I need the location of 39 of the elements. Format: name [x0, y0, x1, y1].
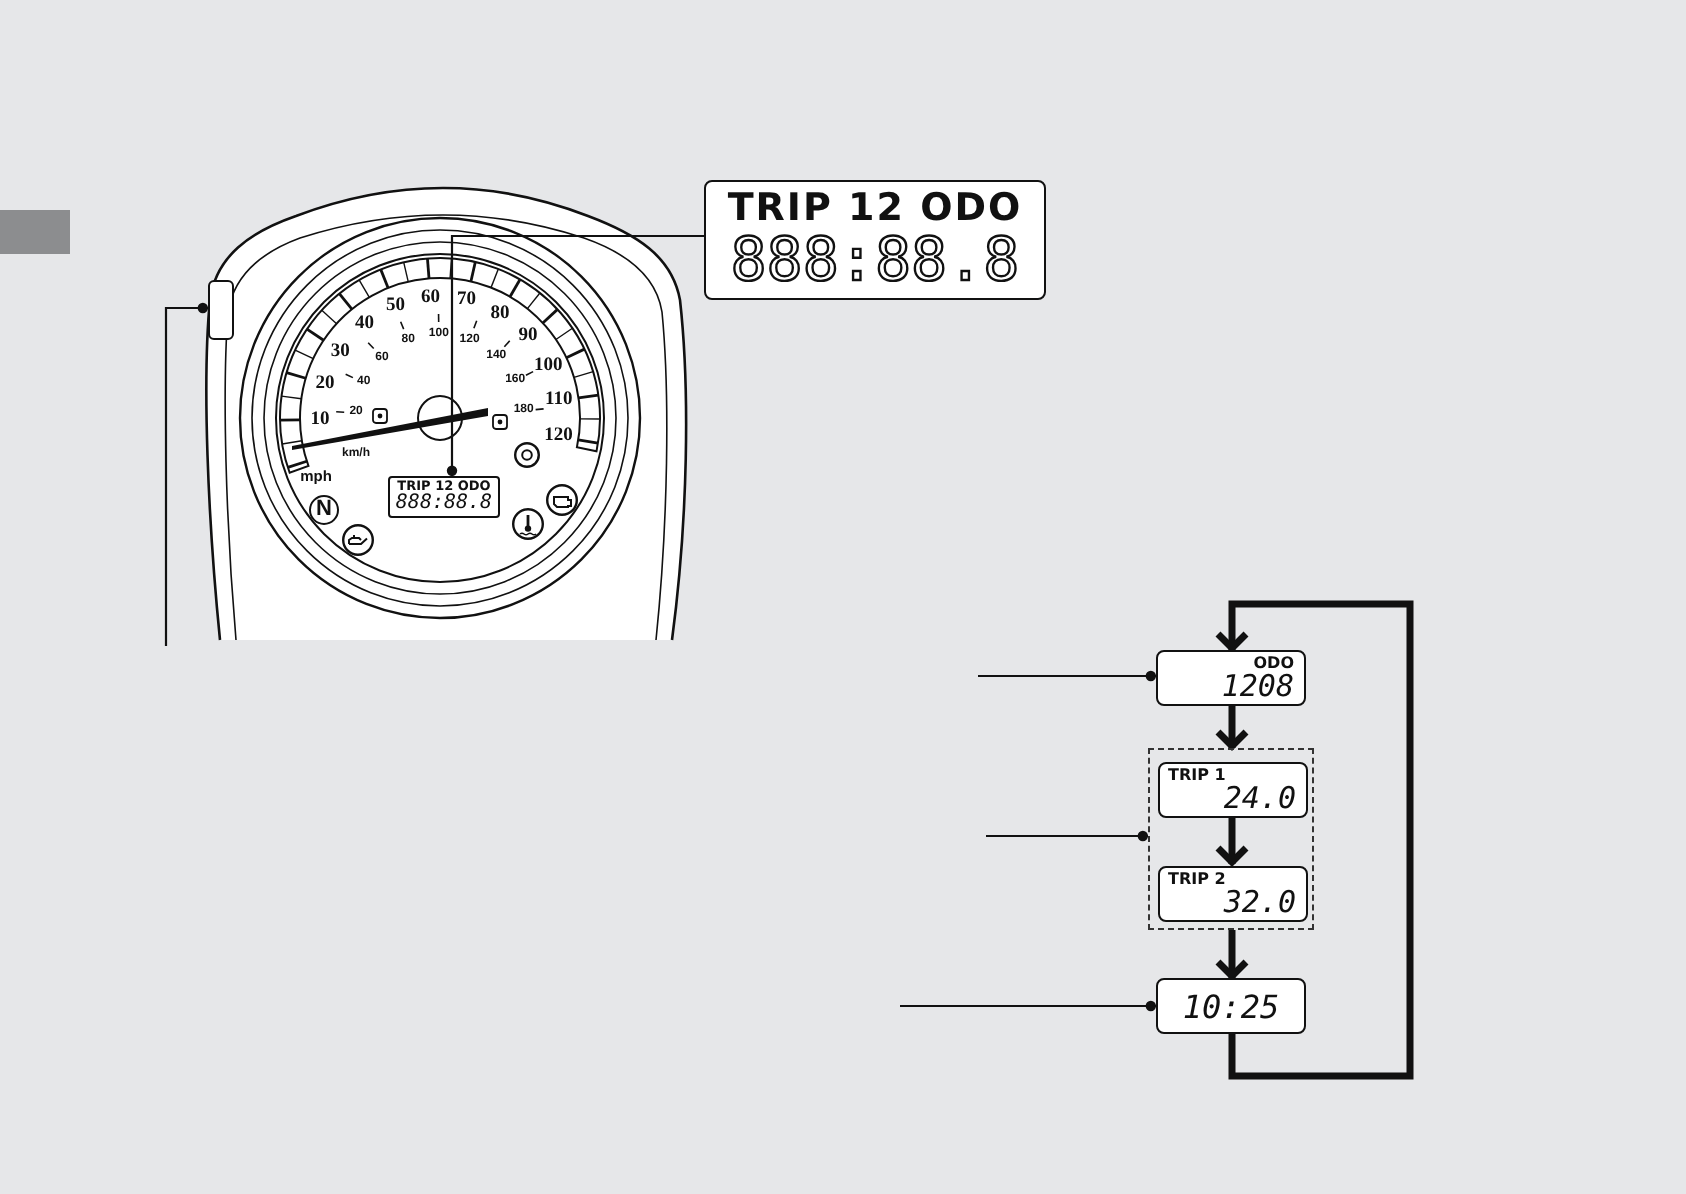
arrow — [1214, 930, 1250, 980]
display-mode-label: TRIP 1 — [1168, 768, 1226, 784]
display-digits: 888:88.8 — [730, 232, 1020, 292]
side-knob — [208, 280, 234, 340]
lcd-display — [388, 476, 500, 518]
mph-scale-number: 110 — [545, 390, 573, 411]
display-digits: 32.0 — [1223, 888, 1296, 918]
leader-line — [164, 302, 208, 646]
display-digits: 888:88.8 — [395, 494, 493, 514]
leader-line — [900, 1000, 1156, 1012]
mph-scale-number: 100 — [534, 356, 563, 377]
leader-line — [978, 670, 1156, 682]
mph-scale-number: 90 — [518, 326, 538, 347]
display-digits: 10:25 — [1182, 992, 1280, 1024]
mph-scale-number: 10 — [310, 409, 330, 430]
mph-scale-number: 60 — [421, 288, 441, 309]
display-mode-label: TRIP 2 — [1168, 872, 1226, 888]
display-mode-label: TRIP 12 ODO — [727, 190, 1023, 228]
arrow — [1214, 600, 1414, 1080]
leader-line — [986, 830, 1148, 842]
mph-scale-number: 120 — [544, 426, 573, 447]
mph-scale-number: 80 — [490, 304, 510, 325]
display-mode-label: ODO — [1253, 656, 1294, 672]
lcd-display — [1158, 762, 1308, 818]
mph-scale-number: 30 — [330, 341, 350, 362]
lcd-display — [1156, 650, 1306, 706]
dashed-group-box — [1148, 748, 1314, 930]
mph-scale-number: 20 — [315, 373, 335, 394]
display-digits: 1208 — [1221, 672, 1294, 702]
mph-scale-number: 70 — [456, 290, 476, 311]
leader-line — [446, 234, 704, 476]
lcd-display — [704, 180, 1046, 300]
arrow — [1214, 816, 1250, 866]
lcd-display — [1158, 866, 1308, 922]
display-digits: 24.0 — [1223, 784, 1296, 814]
mph-scale-number: 40 — [354, 314, 374, 335]
arrow — [1214, 706, 1250, 750]
lcd-display — [1156, 978, 1306, 1034]
mph-scale-number: 50 — [386, 296, 406, 317]
